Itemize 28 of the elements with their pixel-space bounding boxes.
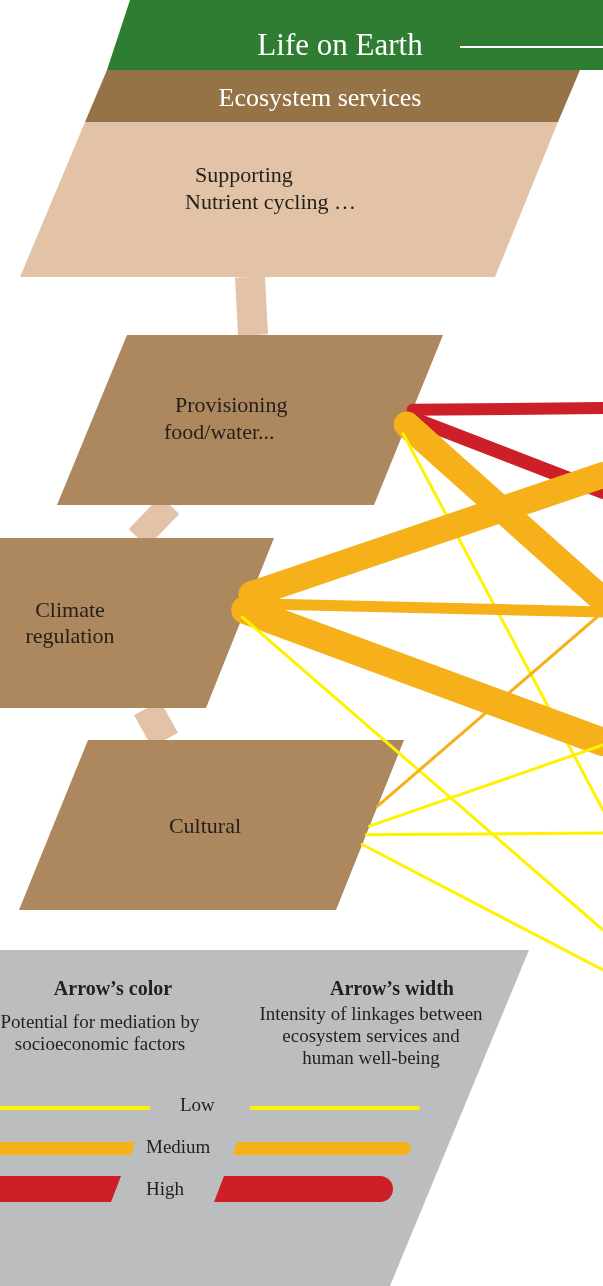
- node-label: Cultural: [168, 812, 242, 839]
- legend-heading: Arrow’s color: [52, 977, 174, 999]
- linkage-line: [231, 596, 603, 756]
- linkage-line: [360, 843, 603, 972]
- category-band: [85, 70, 580, 122]
- service-parallelogram: [20, 122, 558, 277]
- legend-label: High: [146, 1178, 184, 1200]
- service-parallelogram: [0, 538, 274, 708]
- node-label: Ecosystem services: [218, 82, 422, 114]
- node-heading: Provisioning: [175, 391, 288, 418]
- legend-description: Intensity of linkages between ecosystem services and human well-being: [258, 1003, 484, 1069]
- node-label: Life on Earth: [257, 26, 423, 63]
- linkage-line: [364, 831, 603, 837]
- legend-description: Potential for mediation by socioeconomic factors: [0, 1011, 200, 1055]
- node-label: Climate regulation: [24, 597, 116, 649]
- node-label: Nutrient cycling …: [185, 188, 357, 215]
- linkage-line: [368, 743, 603, 828]
- node-label: food/water...: [164, 418, 275, 445]
- connector-bar: [235, 276, 268, 336]
- service-parallelogram: [19, 740, 404, 910]
- legend-label: Low: [180, 1094, 215, 1116]
- service-parallelogram: [57, 335, 443, 505]
- node-heading: Supporting: [195, 161, 293, 188]
- linkage-line: [240, 615, 603, 932]
- title-band: [107, 0, 603, 70]
- legend-heading: Arrow’s width: [329, 977, 455, 999]
- legend-label: Medium: [146, 1136, 211, 1158]
- linkage-line: [406, 402, 603, 416]
